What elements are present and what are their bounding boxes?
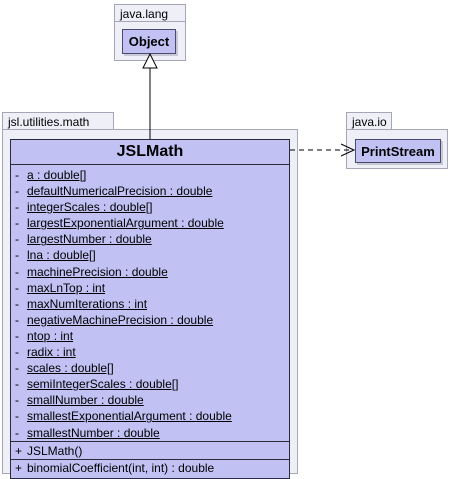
attribute-text: radix : int [27, 345, 76, 360]
visibility-marker: - [15, 345, 19, 360]
attribute-row[interactable]: -machinePrecision : double [11, 264, 289, 280]
generalization-arrowhead [142, 52, 158, 69]
attribute-text: largestNumber : double [27, 232, 152, 247]
visibility-marker: - [15, 409, 19, 424]
operation-text: binomialCoefficient(int, int) : double [27, 460, 215, 475]
visibility-marker: - [15, 232, 19, 247]
attribute-text: ntop : int [27, 328, 74, 343]
attribute-text: smallestExponentialArgument : double [27, 409, 232, 424]
attribute-row[interactable]: -smallestNumber : double [11, 425, 289, 441]
attribute-text: machinePrecision : double [27, 264, 168, 279]
visibility-marker: - [15, 425, 19, 440]
operation-row[interactable]: + JSLMath() [11, 443, 289, 459]
visibility-marker: - [15, 248, 19, 263]
visibility-marker: - [15, 328, 19, 343]
attribute-text: semiIntegerScales : double[] [27, 377, 179, 392]
attribute-text: integerScales : double[] [27, 200, 153, 215]
attribute-row[interactable]: -lna : double[] [11, 247, 289, 263]
attribute-row[interactable]: -defaultNumericalPrecision : double [11, 183, 289, 199]
attribute-row[interactable]: -scales : double[] [11, 360, 289, 376]
attribute-text: smallNumber : double [27, 393, 144, 408]
class-object[interactable]: Object [122, 29, 176, 54]
attribute-row[interactable]: -radix : int [11, 344, 289, 360]
attribute-row[interactable]: -largestNumber : double [11, 231, 289, 247]
class-name: Object [128, 34, 170, 49]
visibility-marker: - [15, 168, 19, 182]
package-tab-java-lang: java.lang [114, 4, 186, 22]
attribute-row[interactable]: -maxLnTop : int [11, 280, 289, 296]
visibility-marker: + [15, 460, 23, 475]
attribute-text: scales : double[] [27, 361, 114, 376]
attribute-text: maxLnTop : int [27, 280, 106, 295]
class-title: JSLMath [11, 140, 289, 165]
dependency-arrowhead [340, 143, 356, 157]
attribute-row[interactable]: -smallNumber : double [11, 392, 289, 408]
attribute-row[interactable]: -largestExponentialArgument : double [11, 215, 289, 231]
visibility-marker: + [15, 443, 23, 458]
visibility-marker: - [15, 184, 19, 199]
class-name: PrintStream [361, 143, 435, 159]
visibility-marker: - [15, 200, 19, 215]
attribute-row[interactable]: -ntop : int [11, 328, 289, 344]
operation-row[interactable]: + binomialCoefficient(int, int) : double [11, 458, 289, 476]
package-tab-jsl-utilities-math: jsl.utilities.math [2, 112, 114, 130]
attribute-text: negativeMachinePrecision : double [27, 312, 214, 327]
attribute-text: largestExponentialArgument : double [27, 216, 224, 231]
class-jslmath[interactable]: JSLMath -a : double[]-defaultNumericalPr… [10, 139, 290, 479]
visibility-marker: - [15, 216, 19, 231]
package-name: java.lang [120, 7, 169, 21]
visibility-marker: - [15, 393, 19, 408]
package-name: java.io [352, 115, 387, 129]
attribute-row[interactable]: -integerScales : double[] [11, 199, 289, 215]
attribute-text: a : double[] [27, 168, 87, 182]
attribute-text: smallestNumber : double [27, 425, 160, 440]
visibility-marker: - [15, 361, 19, 376]
attribute-row[interactable]: -a : double[] [11, 167, 289, 183]
visibility-marker: - [15, 264, 19, 279]
attribute-text: maxNumIterations : int [27, 296, 148, 311]
attribute-compartment: -a : double[]-defaultNumericalPrecision … [11, 165, 289, 442]
visibility-marker: - [15, 312, 19, 327]
attribute-row[interactable]: -smallestExponentialArgument : double [11, 408, 289, 424]
class-printstream[interactable]: PrintStream [355, 139, 441, 163]
attribute-row[interactable]: -negativeMachinePrecision : double [11, 312, 289, 328]
attribute-row[interactable]: -semiIntegerScales : double[] [11, 376, 289, 392]
package-tab-java-io: java.io [346, 112, 392, 130]
attribute-text: defaultNumericalPrecision : double [27, 184, 213, 199]
visibility-marker: - [15, 296, 19, 311]
operation-text: JSLMath() [27, 443, 83, 458]
attribute-row[interactable]: -maxNumIterations : int [11, 296, 289, 312]
package-name: jsl.utilities.math [8, 115, 90, 129]
attribute-text: lna : double[] [27, 248, 96, 263]
operation-compartment: + JSLMath() + binomialCoefficient(int, int)… [11, 442, 289, 476]
visibility-marker: - [15, 377, 19, 392]
visibility-marker: - [15, 280, 19, 295]
